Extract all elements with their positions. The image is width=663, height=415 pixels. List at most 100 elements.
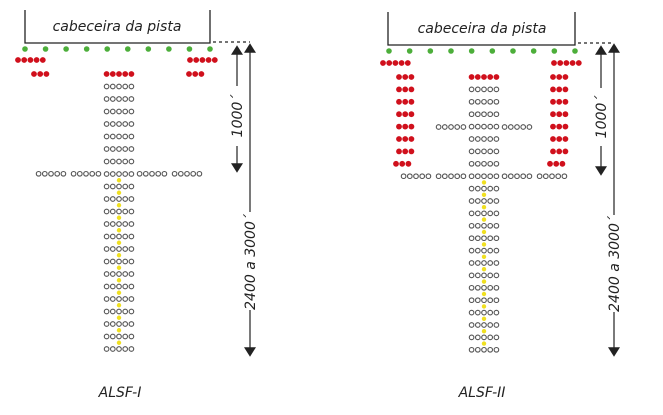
centerline-barrette-light [128, 158, 135, 165]
centerline-barrette-light [128, 171, 135, 177]
centerline-barrette-light [109, 333, 116, 340]
threshold-light [42, 46, 49, 52]
centerline-barrette-light [109, 146, 116, 152]
side-row-red-light [402, 148, 409, 155]
centerline-barrette-light [468, 222, 475, 229]
centerline-barrette-light [487, 173, 494, 180]
centerline-barrette-light [481, 260, 487, 266]
crossbar-1000-light [419, 173, 426, 180]
crossbar-1000-light [70, 170, 77, 177]
centerline-barrette-light [103, 96, 110, 102]
centerline-barrette-light [109, 233, 116, 240]
centerline-barrette-light [122, 271, 129, 277]
wing-bar-red-light [563, 60, 570, 66]
centerline-barrette-light [103, 121, 110, 127]
inner-red-bar-light [186, 71, 192, 77]
centerline-barrette-light [487, 111, 494, 118]
centerline-barrette-light [468, 284, 475, 291]
sequenced-flasher-light [116, 190, 122, 195]
crossbar-1000-light [542, 173, 549, 180]
centerline-barrette-light [474, 148, 481, 155]
centerline-barrette-light [109, 183, 116, 190]
centerline-barrette-light [493, 222, 500, 229]
side-row-red-light [550, 86, 556, 93]
centerline-barrette-light [481, 309, 487, 316]
lights-group [15, 46, 218, 352]
crossbar-500-light [441, 124, 448, 130]
centerline-barrette-light [128, 183, 135, 190]
centerline-barrette-light [128, 271, 135, 277]
side-row-red-light [556, 148, 563, 155]
threshold-light [22, 46, 28, 52]
centerline-barrette-light [116, 133, 122, 140]
centerline-barrette-light [493, 346, 500, 353]
threshold-light [386, 48, 392, 54]
crossbar-1000-light [60, 170, 67, 177]
centerline-barrette-light [493, 334, 500, 341]
centerline-barrette-light [109, 321, 116, 327]
alsf-2-diagram: cabeceira da pista 1000´ 2400 a 3000´ AL… [380, 12, 623, 401]
threshold-light [489, 48, 496, 54]
centerline-barrette-light [116, 308, 122, 315]
centerline-barrette-light [122, 233, 129, 240]
threshold-light [124, 46, 131, 52]
centerline-barrette-light [122, 221, 129, 227]
centerline-barrette-light [468, 346, 475, 353]
threshold-light [145, 46, 152, 52]
centerline-barrette-light [103, 321, 110, 327]
crossbar-1000-light [196, 170, 203, 177]
centerline-barrette-light [474, 322, 481, 328]
wing-bar-red-light [569, 60, 576, 66]
centerline-barrette-light [493, 247, 500, 254]
centerline-barrette-light [116, 271, 122, 277]
inner-red-bar-light [198, 71, 205, 77]
centerline-barrette-light [468, 210, 475, 217]
side-row-red-light [408, 74, 415, 80]
threshold-light [83, 46, 90, 52]
centerline-barrette-light [122, 108, 129, 115]
centerline-barrette-light [109, 308, 116, 315]
centerline-barrette-light [468, 309, 475, 316]
crossbar-1000-light [460, 173, 467, 180]
centerline-barrette-light [487, 136, 494, 142]
crossbar-1000-light [536, 173, 543, 180]
sequenced-flasher-light [116, 315, 122, 320]
threshold-light [63, 46, 69, 52]
sequenced-flasher-light [116, 278, 122, 283]
side-row-red-light [547, 160, 553, 167]
centerline-barrette-light [116, 96, 122, 102]
center-red-bar-light [109, 71, 116, 77]
crossbar-1000-light [136, 170, 143, 177]
centerline-barrette-light [103, 271, 110, 277]
side-row-red-light [556, 74, 563, 80]
sequenced-flasher-light [481, 192, 487, 197]
sequenced-flasher-light [481, 180, 487, 185]
side-row-red-light [556, 136, 563, 142]
centerline-barrette-light [122, 296, 129, 302]
crossbar-500-light [460, 124, 467, 130]
centerline-barrette-light [481, 86, 487, 93]
centerline-barrette-light [128, 308, 135, 315]
wing-bar-red-light [211, 57, 218, 63]
centerline-barrette-light [116, 183, 122, 190]
centerline-barrette-light [122, 258, 129, 265]
sequenced-flasher-light [481, 242, 487, 247]
sequenced-flasher-light [481, 205, 487, 210]
centerline-barrette-light [481, 198, 487, 204]
side-row-red-light [393, 160, 399, 167]
crossbar-1000-light [161, 170, 168, 177]
centerline-barrette-light [493, 160, 500, 167]
centerline-barrette-light [116, 221, 122, 227]
centerline-barrette-light [122, 121, 129, 127]
centerline-barrette-light [116, 196, 122, 202]
side-row-red-light [550, 148, 556, 155]
side-row-red-light [402, 136, 409, 142]
centerline-barrette-light [122, 246, 129, 252]
wing-bar-red-light [27, 57, 34, 63]
centerline-barrette-light [109, 221, 116, 227]
centerline-barrette-light [103, 196, 110, 202]
threshold-label: cabeceira da pista [418, 21, 547, 37]
sequenced-flasher-light [481, 267, 487, 272]
centerline-barrette-light [116, 146, 122, 152]
